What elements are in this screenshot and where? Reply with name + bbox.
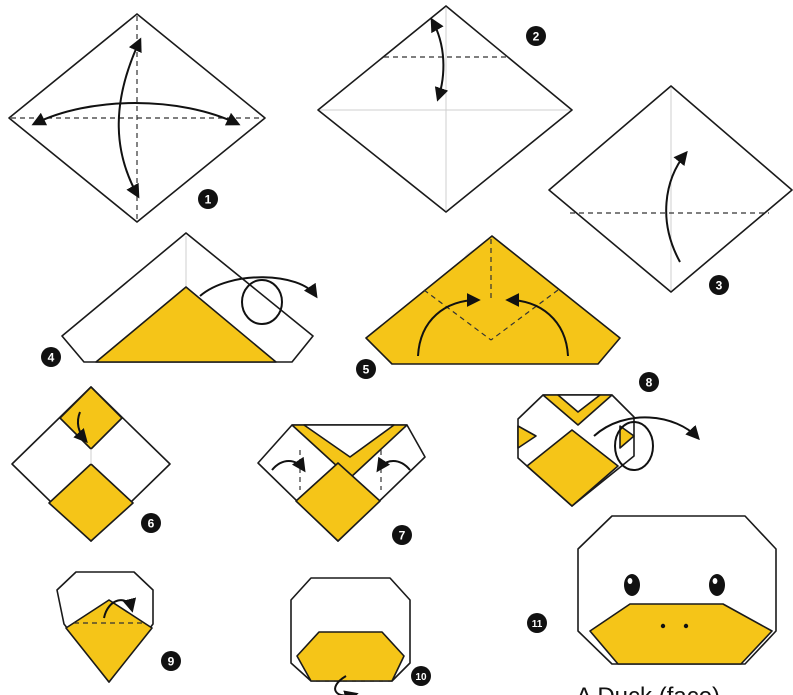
step-number-6: 6 — [148, 517, 155, 531]
step-badge-2: 2 — [526, 26, 546, 46]
step-badge-8: 8 — [639, 372, 659, 392]
step-number-3: 3 — [716, 279, 723, 293]
step-badge-11: 11 — [527, 613, 547, 633]
duck-nostril-right — [684, 624, 688, 628]
step-number-9: 9 — [168, 655, 175, 669]
step-number-5: 5 — [363, 363, 370, 377]
step-11-duck-face — [578, 516, 776, 664]
step-4-diagram — [62, 233, 316, 362]
step-number-4: 4 — [48, 351, 55, 365]
step-badge-7: 7 — [392, 525, 412, 545]
duck-eye-left — [624, 574, 640, 596]
step-10-diagram — [291, 578, 410, 695]
step-number-7: 7 — [399, 529, 406, 543]
duck-nostril-left — [661, 624, 665, 628]
step-3-diagram — [549, 86, 792, 292]
step-badge-1: 1 — [198, 189, 218, 209]
step-number-11: 11 — [532, 619, 543, 630]
step-number-2: 2 — [533, 30, 540, 44]
step-badge-4: 4 — [41, 347, 61, 367]
diagram-caption: A Duck (face) — [576, 683, 720, 695]
step-badge-3: 3 — [709, 275, 729, 295]
step-7-diagram — [258, 425, 425, 541]
step-number-10: 10 — [415, 672, 427, 683]
step-badge-10: 10 — [411, 666, 431, 686]
step-number-8: 8 — [646, 376, 653, 390]
step-badge-6: 6 — [141, 513, 161, 533]
step-badge-5: 5 — [356, 359, 376, 379]
step-badge-9: 9 — [161, 651, 181, 671]
step-number-1: 1 — [205, 193, 212, 207]
step-1-diagram — [9, 14, 265, 222]
step-8-diagram — [518, 395, 698, 506]
step-9-diagram — [57, 572, 153, 682]
duck-eye-right — [709, 574, 725, 596]
step-5-diagram — [366, 236, 620, 364]
